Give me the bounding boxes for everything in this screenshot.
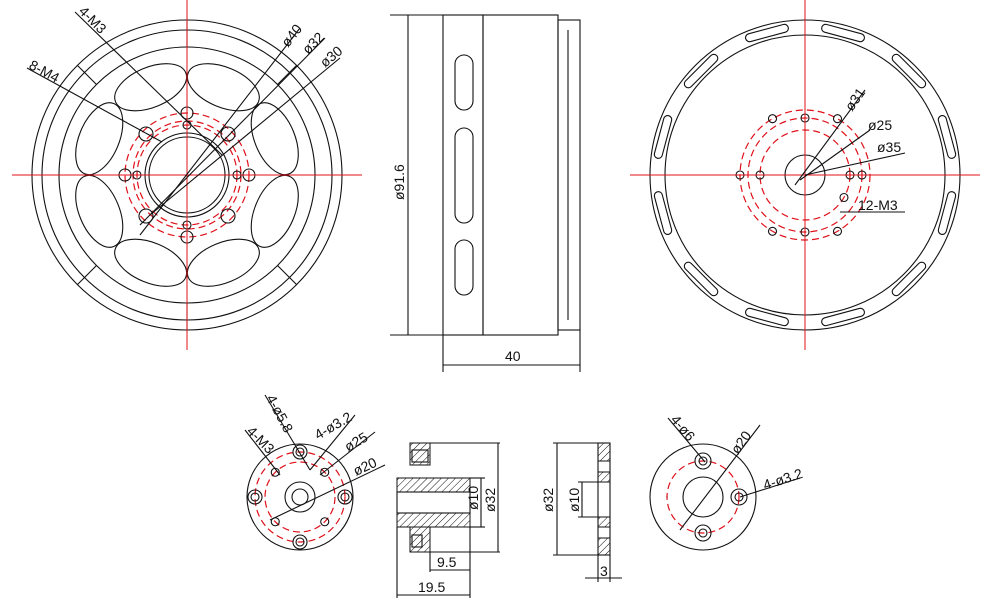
vent-slot	[745, 23, 789, 43]
hole	[694, 452, 712, 470]
hole	[832, 226, 843, 236]
hole	[292, 444, 308, 460]
hub-label-d25: ø25	[342, 429, 371, 455]
front-label-d30: ø30	[317, 42, 346, 70]
hole	[320, 467, 330, 477]
side-view: ø91.6 40	[390, 14, 581, 372]
vent-slot	[891, 261, 927, 297]
vent-slot	[683, 53, 719, 89]
plate-label-4-d6: 4-ø6	[668, 412, 699, 444]
rear-label-d25: ø25	[868, 117, 892, 133]
rotor-window	[114, 63, 188, 112]
vent-slot	[653, 115, 673, 159]
hole	[767, 226, 778, 236]
hole	[320, 517, 330, 527]
vent-slot	[745, 307, 789, 327]
plate-label-4-d3.2: 4-ø3.2	[761, 465, 805, 493]
front-label-4-m3: 4-M3	[76, 3, 110, 37]
hole	[138, 126, 154, 142]
hole	[832, 114, 843, 124]
rear-label-d31: ø31	[841, 85, 868, 114]
hub-front-view: 4-ø5.8 4-M3 4-ø3.2 ø25 ø20	[244, 392, 386, 551]
plate-section-3: 3	[600, 563, 608, 579]
rotor-window	[186, 63, 260, 112]
hub-section-9.5: 9.5	[437, 554, 457, 570]
hole	[694, 524, 712, 542]
front-label-8-m4: 8-M4	[27, 57, 63, 86]
vent-slot	[653, 191, 673, 235]
plate-front-view: 4-ø6 ø20 4-ø3.2	[649, 412, 805, 551]
hole	[220, 126, 236, 142]
rotor-window	[114, 238, 188, 287]
hub-section-view: ø10 ø32 9.5 19.5	[396, 442, 500, 598]
hole	[138, 208, 154, 224]
hole	[839, 192, 849, 203]
vent-slot	[891, 53, 927, 89]
vent-slot	[821, 23, 865, 43]
vent-slot	[937, 115, 957, 159]
vent-slot	[683, 261, 719, 297]
hole	[730, 488, 748, 506]
vent-slot	[821, 307, 865, 327]
rotor-window	[75, 102, 124, 176]
rear-label-d35: ø35	[877, 139, 901, 155]
side-label-length: 40	[505, 348, 521, 364]
vent-slot	[937, 191, 957, 235]
hub-section-d10: ø10	[465, 486, 481, 510]
rotor-window	[250, 174, 299, 248]
rotor-window	[186, 238, 260, 287]
plate-section-d32: ø32	[540, 488, 556, 512]
rear-label-12-m3: 12-M3	[858, 197, 898, 213]
hub-label-d20: ø20	[351, 454, 380, 479]
hole	[220, 208, 236, 224]
hole	[337, 489, 353, 505]
plate-section-d10: ø10	[566, 488, 582, 512]
hole	[292, 534, 308, 550]
hole	[247, 489, 263, 505]
side-label-diameter: ø91.6	[391, 164, 407, 200]
rotor-window	[75, 174, 124, 248]
plate-section-view: ø32 ø10 3	[540, 442, 622, 582]
hub-section-d32: ø32	[482, 488, 498, 512]
hub-section-19.5: 19.5	[418, 579, 445, 595]
front-view: 4-M3 8-M4 ø40 ø32 ø30	[12, 0, 362, 350]
rear-view: ø31 ø25 ø35 12-M3	[630, 0, 980, 350]
hub-label-4-d5.8: 4-ø5.8	[263, 392, 296, 435]
hole	[767, 114, 778, 124]
